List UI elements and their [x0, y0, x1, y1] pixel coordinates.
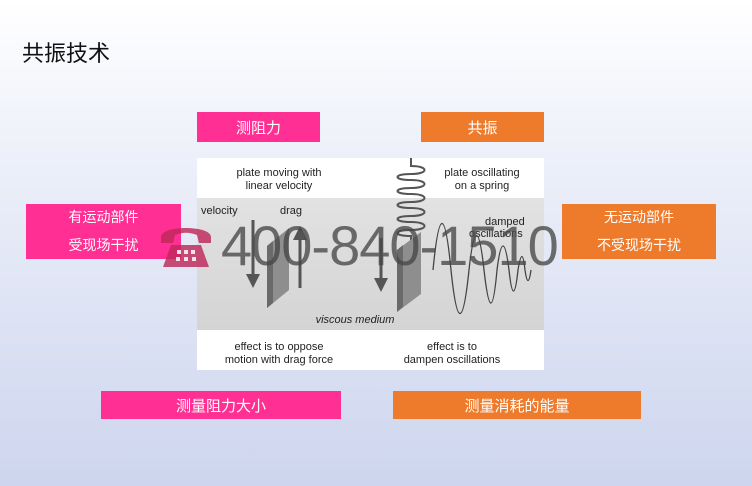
spring	[396, 158, 426, 246]
no-moving-parts-line2: 不受现场干扰	[597, 237, 681, 254]
bottom-left-text-1: effect is to oppose	[234, 341, 323, 353]
damped-wave	[432, 222, 532, 315]
drag-text: drag	[280, 205, 302, 217]
no-moving-parts-box: 无运动部件 不受现场干扰	[562, 204, 716, 259]
bottom-right-text-1: effect is to	[427, 341, 477, 353]
medium-text: viscous medium	[316, 314, 395, 326]
top-right-text-1: plate oscillating	[444, 167, 519, 179]
measure-energy-label: 测量消耗的能量	[393, 391, 641, 419]
resonance-label: 共振	[421, 112, 544, 142]
drag-label: 测阻力	[197, 112, 320, 142]
moving-parts-line2: 受现场干扰	[68, 237, 139, 254]
page-title: 共振技术	[22, 42, 111, 67]
moving-parts-line1: 有运动部件	[68, 209, 139, 226]
bottom-right-text-2: dampen oscillations	[404, 354, 501, 366]
no-moving-parts-line1: 无运动部件	[604, 209, 674, 226]
top-left-text-1: plate moving with	[237, 167, 322, 179]
damped-text-2: oscillations	[469, 228, 523, 240]
damped-text-1: damped	[485, 216, 525, 228]
viscous-medium-area	[197, 198, 544, 330]
top-left-text-2: linear velocity	[246, 180, 313, 192]
measure-drag-label: 测量阻力大小	[101, 391, 341, 419]
diagram-svg: plate moving with linear velocity plate …	[197, 158, 544, 366]
top-right-text-2: on a spring	[455, 180, 509, 192]
moving-parts-box: 有运动部件 受现场干扰	[26, 204, 181, 259]
viscosity-diagram: plate moving with linear velocity plate …	[197, 158, 544, 370]
velocity-text: velocity	[201, 205, 238, 217]
bottom-left-text-2: motion with drag force	[225, 354, 333, 366]
